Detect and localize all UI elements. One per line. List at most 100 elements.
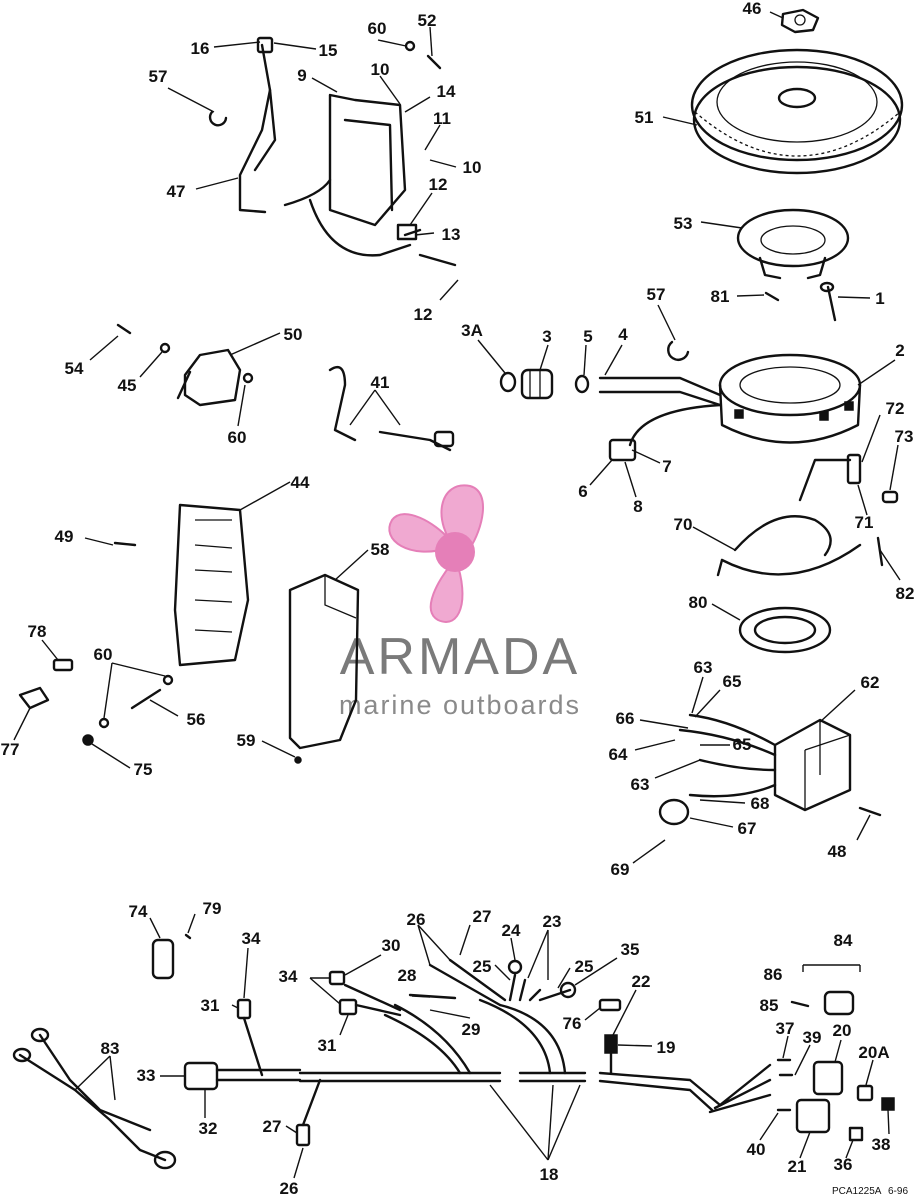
screw-59 — [294, 756, 302, 764]
callout-15: 15 — [319, 41, 338, 60]
callout-31-mid: 31 — [318, 1036, 337, 1055]
connector-33 — [183, 1061, 219, 1091]
callout-60-top: 60 — [368, 19, 387, 38]
callout-21: 21 — [788, 1157, 807, 1176]
callout-7: 7 — [662, 457, 671, 476]
cap-20A — [856, 1084, 874, 1102]
plug-36 — [848, 1126, 864, 1142]
callout-11: 11 — [433, 109, 451, 128]
wire-30 — [343, 983, 402, 1017]
callout-27-bottom: 27 — [263, 1117, 282, 1136]
connector-22 — [604, 1034, 618, 1054]
wires-23-25 — [508, 973, 572, 1002]
wire-28 — [408, 993, 457, 1000]
washer-60-low — [98, 717, 110, 729]
callout-31-left: 31 — [201, 996, 220, 1015]
callout-34-mid: 34 — [279, 967, 298, 986]
lead-32 — [215, 1068, 302, 1082]
watermark-tagline: marine outboards — [339, 690, 581, 720]
callout-84: 84 — [834, 931, 853, 950]
callout-12-top: 12 — [429, 175, 448, 194]
washer-60-mid — [242, 372, 254, 384]
callout-49: 49 — [55, 527, 74, 546]
callout-54: 54 — [65, 359, 84, 378]
callout-8: 8 — [633, 497, 642, 516]
callout-56: 56 — [187, 710, 206, 729]
screw-81 — [764, 291, 780, 302]
screw-49 — [113, 541, 137, 547]
bracket-78 — [52, 658, 74, 672]
callout-82: 82 — [896, 584, 915, 603]
terminal-27 — [295, 1123, 311, 1147]
screw-1 — [819, 281, 837, 322]
callout-30: 30 — [382, 936, 401, 955]
callout-51: 51 — [635, 108, 654, 127]
callout-22: 22 — [632, 972, 651, 991]
callout-48: 48 — [828, 842, 847, 861]
washer-60-low2 — [162, 674, 174, 686]
callout-9: 9 — [297, 66, 306, 85]
clamp-77 — [18, 686, 50, 710]
wire-34-left — [242, 1016, 264, 1077]
callout-64: 64 — [609, 745, 628, 764]
callout-58: 58 — [371, 540, 390, 559]
ring-terminal-24 — [507, 959, 523, 975]
callout-20A: 20A — [858, 1043, 889, 1062]
callout-46: 46 — [743, 0, 762, 18]
callout-13: 13 — [442, 225, 461, 244]
watermark-brand: ARMADA — [340, 628, 580, 686]
flywheel — [690, 48, 904, 175]
nut-75 — [82, 734, 94, 746]
callout-45: 45 — [118, 376, 137, 395]
callout-20: 20 — [833, 1021, 852, 1040]
washer-45 — [159, 342, 171, 354]
connector-3 — [520, 368, 554, 400]
callout-69: 69 — [611, 860, 630, 879]
spark-plug-wire-47 — [238, 36, 277, 214]
callout-1: 1 — [875, 289, 884, 308]
timer-base — [736, 208, 850, 280]
switch-85 — [823, 990, 855, 1016]
battery-cables — [12, 1027, 177, 1170]
connector-20 — [812, 1060, 844, 1096]
callout-39: 39 — [803, 1028, 822, 1047]
callout-73: 73 — [895, 427, 914, 446]
callout-76: 76 — [563, 1014, 582, 1033]
callout-25-left: 25 — [473, 957, 492, 976]
wire-27 — [301, 1078, 322, 1127]
leader-lines — [13, 11, 901, 1179]
callout-41: 41 — [371, 373, 390, 392]
callout-19: 19 — [657, 1038, 676, 1057]
callout-70: 70 — [674, 515, 693, 534]
callout-2: 2 — [895, 341, 904, 360]
callout-77: 77 — [1, 740, 20, 759]
pin-86 — [790, 1000, 810, 1008]
screw-52 — [426, 54, 442, 70]
screw-48 — [858, 806, 882, 817]
callout-12-bottom: 12 — [414, 305, 433, 324]
callout-34-left: 34 — [242, 929, 261, 948]
clip-57-left — [208, 110, 228, 127]
callout-47: 47 — [167, 182, 186, 201]
callout-75: 75 — [134, 760, 153, 779]
main-wiring-harness — [298, 998, 772, 1114]
callout-74: 74 — [129, 902, 148, 921]
callout-25-right: 25 — [575, 957, 594, 976]
callout-44: 44 — [291, 473, 310, 492]
screw-82 — [876, 536, 884, 567]
power-pack-bracket — [173, 503, 250, 667]
armada-watermark: ARMADA marine outboards — [339, 484, 581, 720]
stator — [718, 353, 862, 444]
callout-3A: 3A — [461, 321, 483, 340]
plug-38 — [881, 1097, 895, 1111]
spark-plug-boots — [328, 365, 455, 452]
callout-29: 29 — [462, 1020, 481, 1039]
callout-26-bottom: 26 — [280, 1179, 299, 1197]
callout-65-top: 65 — [723, 672, 742, 691]
callout-40: 40 — [747, 1140, 766, 1159]
callout-53: 53 — [674, 214, 693, 233]
callout-28: 28 — [398, 966, 417, 985]
callout-67: 67 — [738, 819, 757, 838]
